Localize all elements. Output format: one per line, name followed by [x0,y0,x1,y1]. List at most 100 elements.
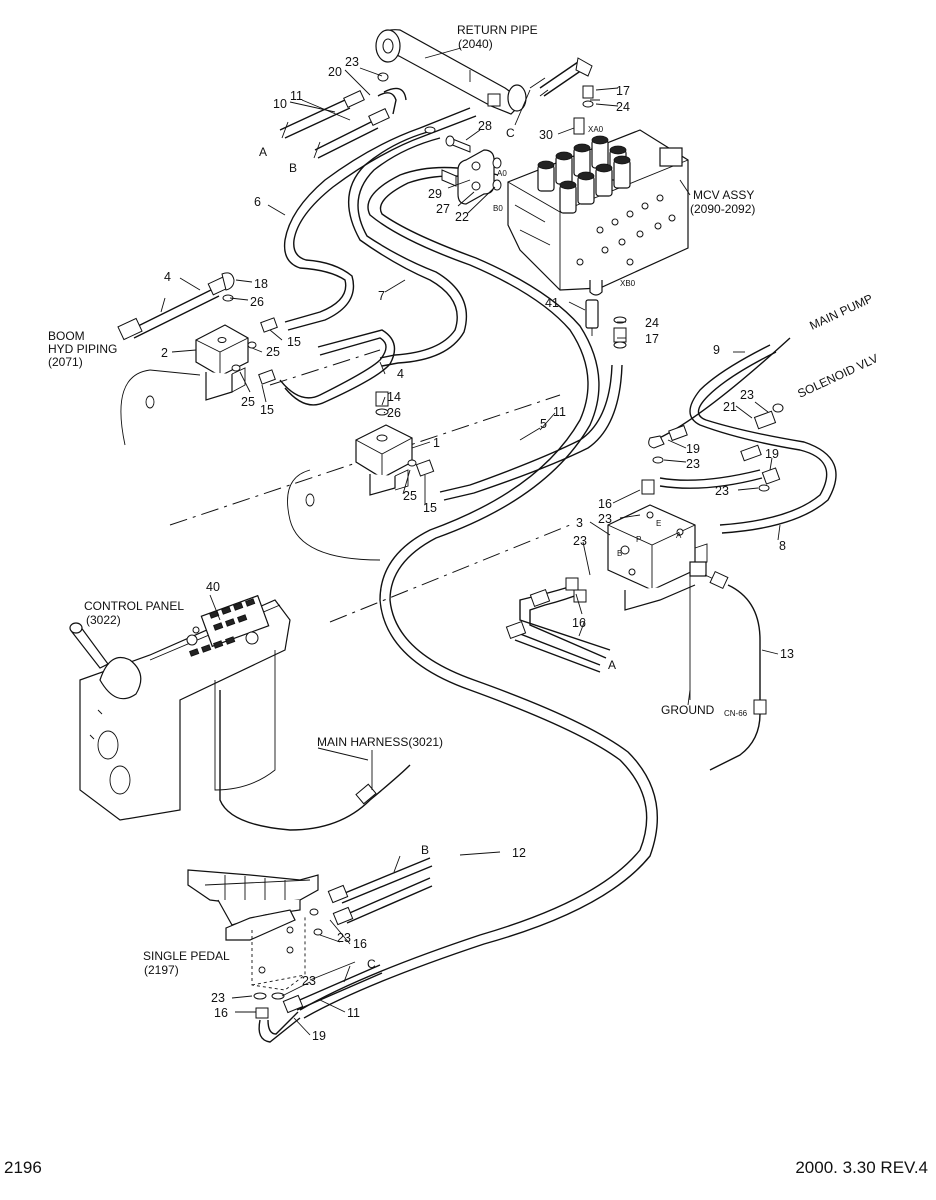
callout-12: 12 [512,846,526,860]
main-harness-band [355,750,377,805]
ref-c-pedal: C [367,957,376,971]
callout-17: 17 [616,84,630,98]
callout-16-pedal-low: 16 [214,1006,228,1020]
hose-9 [689,344,828,526]
callout-25-top: 25 [266,345,280,359]
fitting-41 [585,299,599,336]
control-panel [69,594,411,831]
callout-8: 8 [779,539,786,553]
callout-26-top: 26 [250,295,264,309]
callout-23-d: 23 [573,534,587,548]
callout-3: 3 [576,516,583,530]
callout-23: 23 [345,55,359,69]
callout-23-a: 23 [686,457,700,471]
single-pedal-label: SINGLE PEDAL [143,949,230,963]
top-left-hoses [279,72,407,159]
port-b0: B0 [493,204,503,213]
callout-24: 24 [616,100,630,114]
block-2 [120,324,249,446]
return-pipe-code: (2040) [458,37,493,51]
control-panel-label: CONTROL PANEL [84,599,184,613]
cn66-label: CN-66 [724,709,748,718]
callout-11: 11 [290,89,303,103]
callout-4-mid: 4 [397,367,404,381]
ref-a-right: A [608,658,616,672]
callout-26-mid: 26 [387,406,401,420]
mcv-assy [507,85,689,296]
callout-numbers: 23 20 11 10 17 24 30 28 2 9 27 22 6 7 4 1… [161,55,794,1043]
callout-20: 20 [328,65,342,79]
mcv-flange [441,135,502,205]
callout-7: 7 [378,289,385,303]
boom-code: (2071) [48,355,83,369]
port-e: E [656,519,661,528]
port-xa0: XA0 [588,125,604,134]
return-pipe [375,29,593,115]
pedal-hoses [253,855,433,1043]
callout-4-top: 4 [164,270,171,284]
callout-19-sol: 19 [765,447,779,461]
callout-25-mid: 25 [241,395,255,409]
solenoid-vlv-label: SOLENOID VLV [795,351,880,401]
ref-c-top: C [506,126,515,140]
hose-6 [283,107,471,323]
leader-lines [171,47,781,1036]
callout-23-b: 23 [715,484,729,498]
wire-13 [704,570,767,771]
callout-23-pedal-low: 23 [211,991,225,1005]
single-pedal-code: (2197) [144,963,179,977]
callout-23-c: 23 [598,512,612,526]
callout-18: 18 [254,277,268,291]
mcv-assy-label: MCV ASSY [693,188,754,202]
callout-19: 19 [686,442,700,456]
callout-30: 30 [539,128,553,142]
boom-label: BOOM [48,329,85,343]
callout-5: 5 [540,417,547,431]
callout-10: 10 [273,97,287,111]
callout-25-bot: 25 [403,489,417,503]
callout-15-top: 15 [287,335,301,349]
callout-13: 13 [780,647,794,661]
callout-22: 22 [455,210,469,224]
hoses-solenoid-a [505,577,611,673]
hose-4-mid [279,337,387,399]
callout-1: 1 [433,436,440,450]
callout-2: 2 [161,346,168,360]
ref-a-top: A [259,145,267,159]
block-1 [287,424,413,561]
small-fittings [222,93,600,477]
hose-9-top [654,337,791,441]
callout-24-bot: 24 [645,316,659,330]
control-panel-code: (3022) [86,613,121,627]
callout-14: 14 [387,390,401,404]
port-a0: A0 [497,169,507,178]
hose-11-5 [439,364,613,493]
callout-27: 27 [436,202,450,216]
callout-21: 21 [723,400,737,414]
hyd-piping-label: HYD PIPING [48,342,117,356]
callout-11-mid: 11 [553,405,566,419]
port-p: P [636,535,641,544]
mcv-assy-code: (2090-2092) [690,202,755,216]
callout-16-mid: 16 [572,616,586,630]
ref-b-pedal: B [421,843,429,857]
ref-b-top: B [289,161,297,175]
ground-label: GROUND [661,703,715,717]
callout-40: 40 [206,580,220,594]
hose-4-boom [117,272,235,341]
callout-23-pedal: 23 [337,931,351,945]
callout-15-mid: 15 [260,403,274,417]
hose-8 [659,469,761,481]
callout-9: 9 [713,343,720,357]
callout-28: 28 [478,119,492,133]
port-b: B [617,549,622,558]
fittings-right [641,403,784,495]
callout-11-pedal: 11 [347,1006,360,1020]
callout-23-pedal-right: 23 [302,974,316,988]
callout-6: 6 [254,195,261,209]
main-harness-label: MAIN HARNESS(3021) [317,735,443,749]
fittings-24-17 [613,316,627,349]
callout-15-bot: 15 [423,501,437,515]
callout-23-sol: 23 [740,388,754,402]
